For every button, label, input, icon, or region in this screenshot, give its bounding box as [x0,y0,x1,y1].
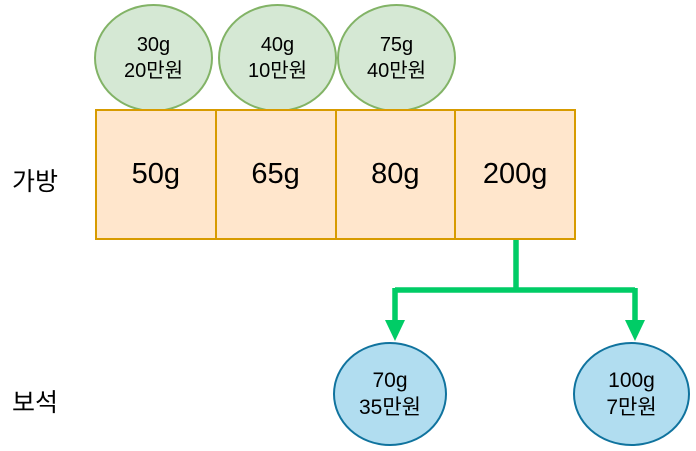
item-value: 20만원 [123,60,184,82]
item-weight: 30g [136,34,171,56]
arrowhead-right-icon [625,320,645,341]
jewel-value: 35만원 [359,396,421,419]
row-label-jewels: 보석 [12,389,59,417]
bag-cell-2: 65g [214,109,337,240]
arrow-lines [392,238,638,323]
bag-row: 50g 65g 80g 200g [95,109,576,240]
item-ellipse-2: 40g 10만원 [218,4,337,112]
jewel-circle-2: 100g 7만원 [573,342,690,446]
jewel-weight: 70g [372,369,408,392]
bag-cell-4: 200g [454,109,576,240]
arrowhead-left-icon [385,320,405,341]
item-ellipse-3: 75g 40만원 [337,4,456,112]
item-weight: 75g [379,34,414,56]
jewel-circle-1: 70g 35만원 [333,342,447,446]
bag-cell-1: 50g [95,109,217,240]
jewel-weight: 100g [608,369,655,392]
row-label-bags: 가방 [12,168,59,196]
item-ellipse-1: 30g 20만원 [94,4,213,112]
bag-cell-3: 80g [334,109,457,240]
item-value: 10만원 [247,60,308,82]
item-weight: 40g [260,34,295,56]
item-value: 40만원 [366,60,427,82]
jewel-value: 7만원 [606,396,657,419]
